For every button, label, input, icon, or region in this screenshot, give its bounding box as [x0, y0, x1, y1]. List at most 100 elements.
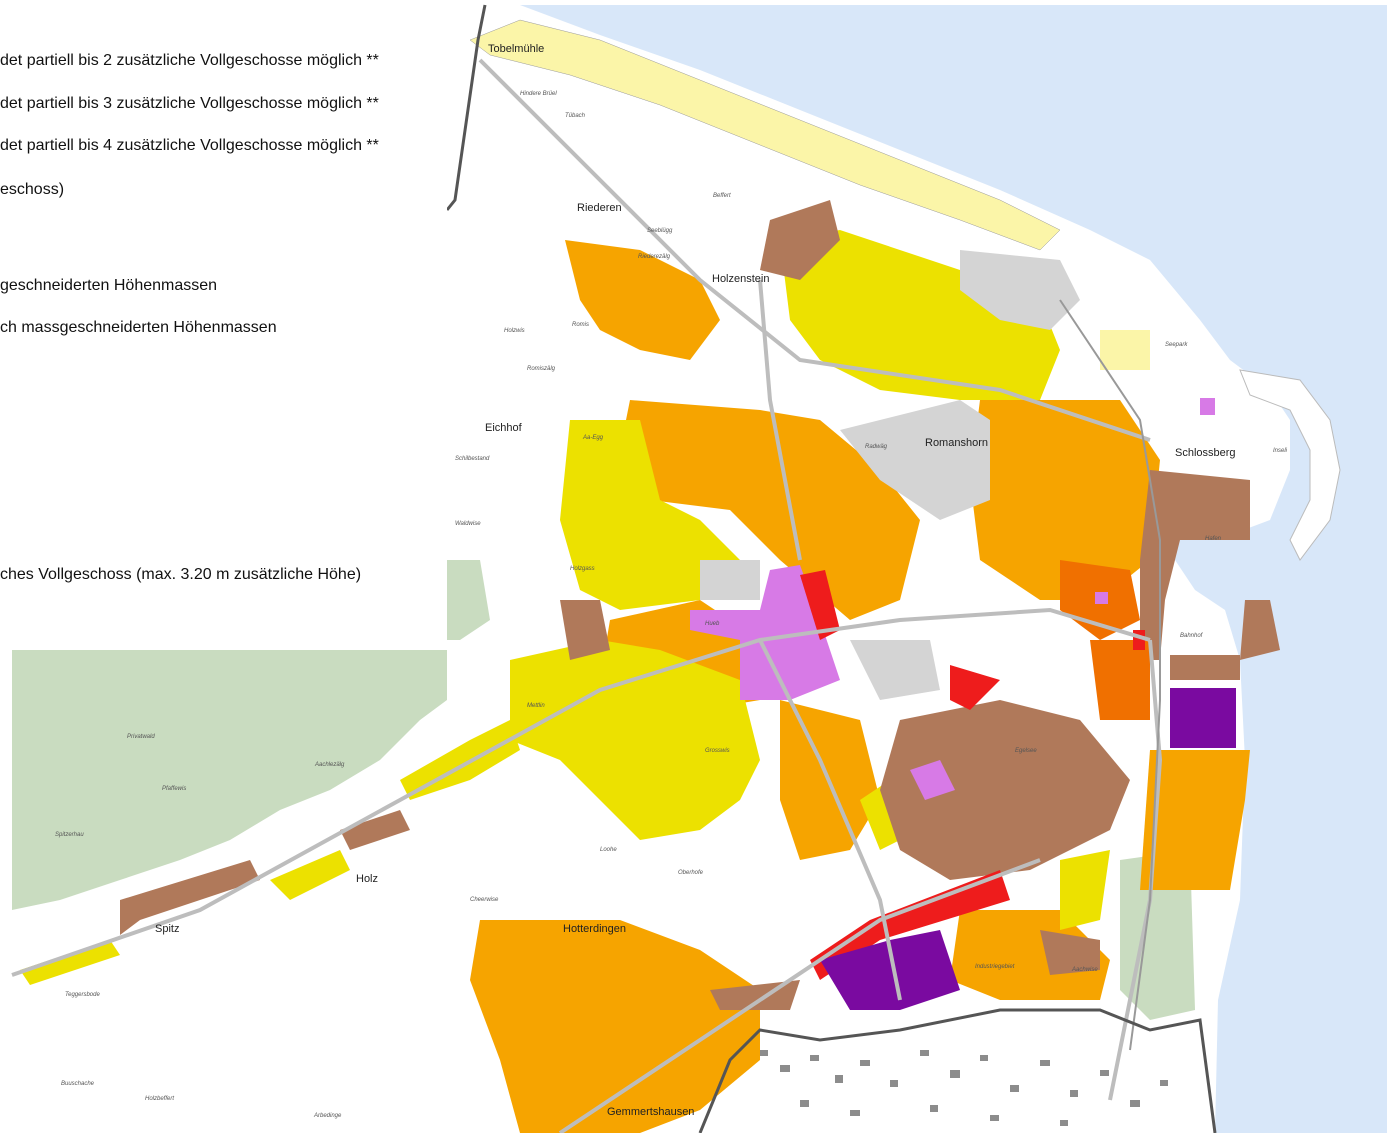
place-label: Holz: [356, 873, 378, 885]
municipal-border-north: [445, 4, 487, 211]
zone-orange-station: [1140, 750, 1250, 890]
svg-text:Aachlezälg: Aachlezälg: [314, 762, 345, 768]
zone-yellow-holz: [270, 850, 350, 900]
zone-red-center: [800, 570, 840, 640]
zone-grey-mid: [850, 640, 940, 700]
svg-text:Grosswis: Grosswis: [705, 748, 730, 754]
place-label: Spitz: [155, 923, 179, 935]
svg-text:Cheerwise: Cheerwise: [470, 897, 499, 903]
svg-text:Privatwald: Privatwald: [127, 734, 155, 740]
neighbouring-town-buildings: [760, 1050, 1168, 1126]
svg-text:Spitzerhau: Spitzerhau: [55, 832, 84, 838]
svg-text:Seeblügg: Seeblügg: [647, 228, 673, 234]
zone-brown-holzenstein: [760, 200, 840, 280]
svg-text:Hueb: Hueb: [705, 621, 720, 627]
svg-text:Holzwis: Holzwis: [504, 328, 525, 334]
svg-text:Hafen: Hafen: [1205, 536, 1222, 542]
svg-text:Loohe: Loohe: [600, 847, 617, 853]
zone-brown-west: [560, 600, 610, 660]
zone-orange-industrial: [950, 910, 1110, 1000]
zone-violet-station: [1170, 688, 1236, 748]
legend-row: ches Vollgeschoss (max. 3.20 m zusätzlic…: [0, 566, 362, 583]
svg-text:Mettlin: Mettlin: [527, 703, 545, 709]
zone-orange-east: [970, 400, 1160, 600]
svg-text:Egelsee: Egelsee: [1015, 748, 1037, 754]
place-label: Romanshorn: [925, 437, 988, 449]
place-label: Holzenstein: [712, 273, 769, 285]
zone-pink-small: [1095, 592, 1108, 604]
legend-row: eschoss): [0, 181, 65, 198]
zone-yellow-north: [780, 230, 1060, 400]
zone-violet-south: [820, 930, 960, 1010]
legend-row: det partiell bis 2 zusätzliche Vollgesch…: [0, 52, 379, 69]
place-label: Gemmertshausen: [607, 1106, 694, 1118]
svg-text:Aa-Egg: Aa-Egg: [582, 435, 604, 441]
zone-grey-north: [960, 250, 1080, 330]
svg-text:Tübach: Tübach: [565, 113, 586, 119]
zone-yellow-east: [1060, 850, 1110, 930]
svg-text:Riederezälg: Riederezälg: [638, 254, 671, 260]
zone-brown-harbour: [1140, 470, 1250, 660]
svg-text:Oberhofe: Oberhofe: [678, 870, 704, 876]
harbour-jetty: [1239, 369, 1341, 561]
municipal-border: [698, 1008, 1217, 1133]
legend-row: det partiell bis 3 zusätzliche Vollgesch…: [0, 95, 379, 112]
svg-text:Romiszälg: Romiszälg: [527, 366, 556, 372]
svg-text:Hindere Brüel: Hindere Brüel: [520, 91, 557, 97]
forest-area: [12, 650, 447, 910]
svg-text:Beffert: Beffert: [713, 193, 731, 199]
svg-text:Pfaffewis: Pfaffewis: [162, 786, 186, 792]
zone-yellow-spitz: [20, 940, 120, 985]
svg-text:Industriegebiet: Industriegebiet: [975, 964, 1015, 970]
zone-dark-orange-2: [1090, 640, 1150, 720]
zone-pink-center: [690, 565, 840, 700]
svg-text:Holzbeffert: Holzbeffert: [145, 1096, 174, 1102]
zone-red-east: [950, 665, 1000, 710]
zone-pink-south: [910, 760, 955, 800]
zone-orange-west: [565, 240, 720, 360]
zone-light-yellow-seepark: [1100, 330, 1150, 370]
place-label: Schlossberg: [1175, 447, 1236, 459]
zone-grey-romanshorn: [840, 400, 990, 520]
zone-yellow-west: [560, 420, 740, 610]
zone-brown-harbour-south: [1240, 600, 1280, 660]
svg-text:Aachwise: Aachwise: [1071, 967, 1098, 973]
zone-brown-southeast: [1040, 930, 1100, 975]
svg-text:Romis: Romis: [572, 322, 589, 328]
svg-text:Radwäg: Radwäg: [865, 444, 888, 450]
place-labels: Tobelmühle Riederen Holzenstein Eichhof …: [155, 43, 1236, 1118]
zone-brown-holz: [340, 810, 410, 850]
road-network: [11, 58, 1163, 1133]
legend-row: det partiell bis 4 zusätzliche Vollgesch…: [0, 137, 379, 154]
legend-row: ch massgeschneiderten Höhenmassen: [0, 319, 277, 336]
svg-text:Inseli: Inseli: [1273, 448, 1288, 454]
place-label: Tobelmühle: [488, 43, 544, 55]
legend-panel: det partiell bis 2 zusätzliche Vollgesch…: [0, 0, 447, 650]
railway: [1059, 299, 1161, 1051]
zone-brown-spitz: [120, 860, 260, 935]
svg-text:Bahnhof: Bahnhof: [1180, 633, 1204, 639]
zone-grey-west: [700, 560, 760, 600]
legend-row: geschneiderten Höhenmassen: [0, 277, 218, 294]
zone-brown-center: [880, 700, 1130, 880]
zone-pink-schlossberg: [1200, 398, 1215, 415]
svg-text:Teggersbode: Teggersbode: [65, 992, 100, 998]
place-label: Hotterdingen: [563, 923, 626, 935]
svg-text:Arbedinge: Arbedinge: [313, 1113, 342, 1119]
lake-constance: [520, 5, 1387, 1133]
place-label: Riederen: [577, 202, 622, 214]
svg-text:Seepark: Seepark: [1165, 342, 1188, 348]
zone-orange-central: [620, 400, 920, 620]
zone-brown-station: [1170, 655, 1240, 680]
field-labels: Hindere Brüel Tübach Beffert Seeblügg Ri…: [55, 91, 1288, 1119]
forest-area-west: [447, 560, 490, 640]
svg-text:Waldwise: Waldwise: [455, 521, 481, 527]
zone-yellow-southwest: [510, 640, 760, 840]
zone-yellow-corridor: [400, 720, 520, 800]
svg-text:Buuschache: Buuschache: [61, 1081, 95, 1087]
svg-text:Schilbestand: Schilbestand: [455, 456, 490, 462]
zone-light-yellow-shore: [469, 19, 1061, 251]
zone-orange-south: [470, 920, 760, 1133]
place-label: Eichhof: [485, 422, 523, 434]
